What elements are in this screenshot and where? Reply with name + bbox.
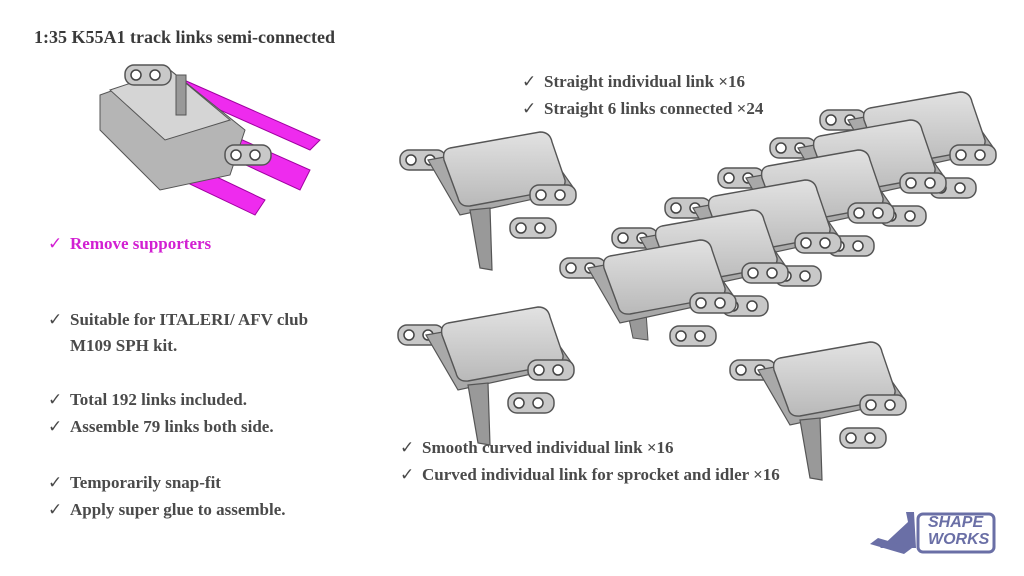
- note-text: Total 192 links included.: [70, 390, 247, 409]
- note-assemble: ✓ Assemble 79 links both side.: [48, 417, 274, 437]
- check-icon: ✓: [48, 417, 63, 436]
- note-text: Apply super glue to assemble.: [70, 500, 286, 519]
- note-remove-supporters: ✓ Remove supporters: [48, 234, 211, 254]
- check-icon: ✓: [400, 465, 415, 484]
- note-curved-sprocket: ✓ Curved individual link for sprocket and…: [400, 465, 780, 485]
- check-icon: ✓: [522, 99, 537, 118]
- check-icon: ✓: [48, 310, 63, 329]
- note-smooth-curved: ✓ Smooth curved individual link ×16: [400, 438, 674, 458]
- note-text: Straight 6 links connected ×24: [544, 99, 764, 118]
- note-text: Curved individual link for sprocket and …: [422, 465, 780, 484]
- shapeworks-logo: SHAPE WORKS: [868, 508, 998, 554]
- check-icon: ✓: [48, 390, 63, 409]
- page-title: 1:35 K55A1 track links semi-connected: [34, 27, 335, 47]
- note-total: ✓ Total 192 links included.: [48, 390, 247, 410]
- note-text: M109 SPH kit.: [70, 336, 178, 355]
- note-text: Smooth curved individual link ×16: [422, 438, 674, 457]
- note-text: Straight individual link ×16: [544, 72, 746, 91]
- note-glue: ✓ Apply super glue to assemble.: [48, 500, 286, 520]
- check-icon: ✓: [400, 438, 415, 457]
- check-icon: ✓: [48, 473, 63, 492]
- note-straight-individual: ✓ Straight individual link ×16: [522, 72, 745, 92]
- check-icon: ✓: [522, 72, 537, 91]
- logo-line1: SHAPE: [928, 514, 984, 531]
- note-straight-connected: ✓ Straight 6 links connected ×24: [522, 99, 763, 119]
- check-icon: ✓: [48, 234, 63, 253]
- note-text: Suitable for ITALERI/ AFV club: [70, 310, 309, 329]
- note-text: Assemble 79 links both side.: [70, 417, 274, 436]
- single-link-straight: [400, 132, 576, 270]
- single-link-sprocket-curved: [730, 342, 906, 480]
- check-icon: ✓: [48, 500, 63, 519]
- single-link-smooth-curved: [398, 307, 574, 445]
- note-text: Temporarily snap-fit: [70, 473, 221, 492]
- note-snap: ✓ Temporarily snap-fit: [48, 473, 221, 493]
- note-text: Remove supporters: [70, 234, 212, 253]
- connected-six-links: [560, 92, 996, 346]
- logo-line2: WORKS: [928, 531, 990, 548]
- sprue-render: [99, 64, 321, 216]
